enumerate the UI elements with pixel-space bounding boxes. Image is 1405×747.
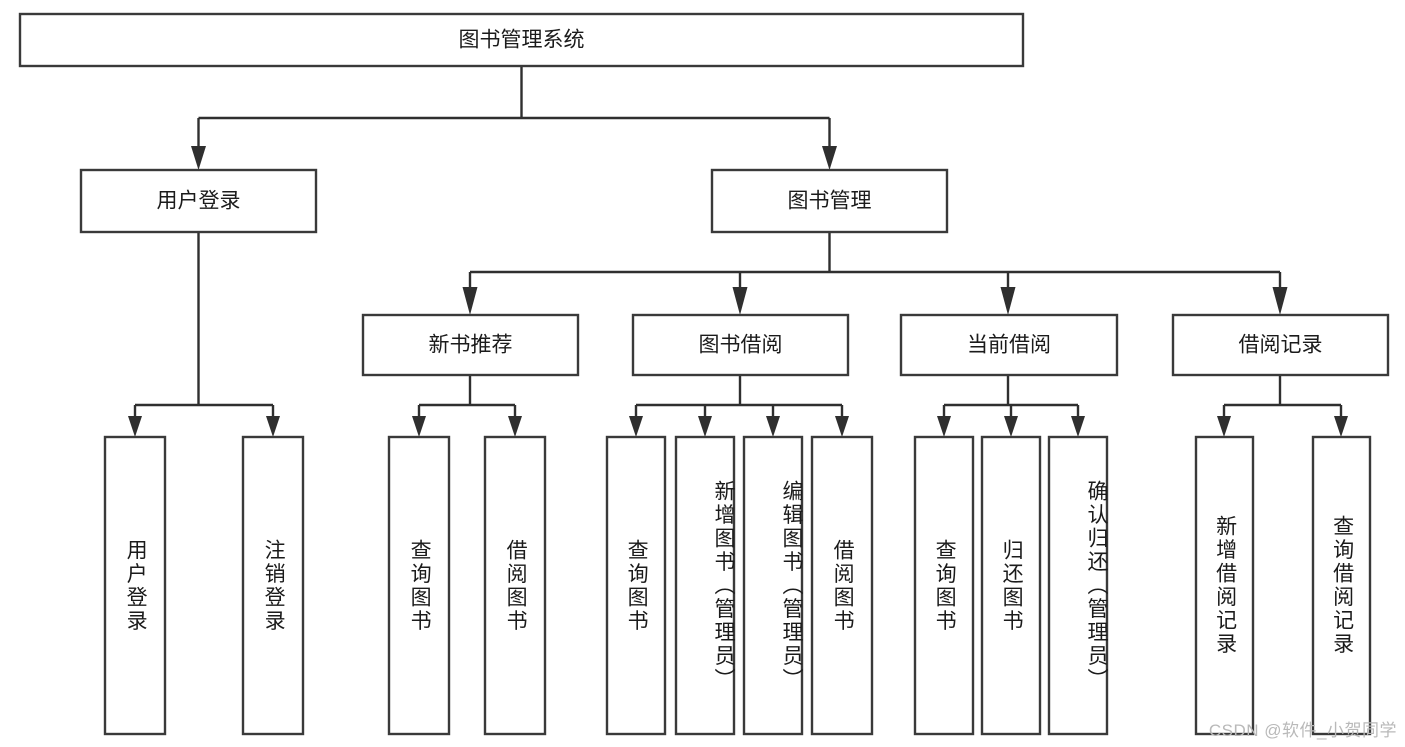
arrow-borrow-record <box>1272 287 1288 315</box>
arrow-leaf-user-login <box>128 416 142 437</box>
node-root-label: 图书管理系统 <box>459 29 585 52</box>
arrow-leaf-query-book-rec <box>412 416 426 437</box>
arrow-current-borrow <box>1000 287 1016 315</box>
arrow-leaf-confirm-return <box>1071 416 1085 437</box>
node-user-login-box[interactable] <box>79 168 318 234</box>
arrow-book-borrow <box>732 287 748 315</box>
arrow-leaf-query-book-borrow <box>629 416 643 437</box>
node-root[interactable]: 图书管理系统 <box>18 12 1025 68</box>
node-layer-horizontal: 图书管理系统 用户登录 图书管理 新书推荐 图书借阅 当前借阅 <box>18 12 1390 377</box>
node-current-borrow[interactable]: 当前借阅 <box>899 313 1119 377</box>
arrow-user-login <box>191 146 206 170</box>
arrow-leaf-query-book-current <box>937 416 951 437</box>
arrow-leaf-user-logout <box>266 416 280 437</box>
node-borrow-record-box[interactable] <box>1171 313 1390 377</box>
leaf-add-borrow-record-box[interactable] <box>1194 435 1255 736</box>
node-new-book-recommend[interactable]: 新书推荐 <box>361 313 580 377</box>
node-book-borrow-box[interactable] <box>631 313 850 377</box>
leaf-add-book-box[interactable] <box>674 435 736 736</box>
arrow-leaf-return-book <box>1004 416 1018 437</box>
leaf-query-borrow-record-box[interactable] <box>1311 435 1372 736</box>
node-book-borrow[interactable]: 图书借阅 <box>631 313 850 377</box>
leaf-confirm-return-box[interactable] <box>1047 435 1109 736</box>
csdn-watermark: CSDN @软件_小贺同学 <box>1208 721 1397 740</box>
leaf-query-book-rec-box[interactable] <box>387 435 451 736</box>
node-book-manage[interactable]: 图书管理 <box>710 168 949 234</box>
arrow-leaf-borrow-book <box>835 416 849 437</box>
node-borrow-record-label: 借阅记录 <box>1239 334 1323 357</box>
node-new-book-recommend-label: 新书推荐 <box>429 334 513 357</box>
node-book-manage-box[interactable] <box>710 168 949 234</box>
arrow-leaf-add-borrow-record <box>1217 416 1231 437</box>
node-current-borrow-label: 当前借阅 <box>967 334 1051 357</box>
connector-layer <box>128 66 1348 437</box>
arrow-leaf-add-book <box>698 416 712 437</box>
arrow-leaf-edit-book <box>766 416 780 437</box>
node-borrow-record[interactable]: 借阅记录 <box>1171 313 1390 377</box>
leaf-borrow-book-box[interactable] <box>810 435 874 736</box>
node-user-login[interactable]: 用户登录 <box>79 168 318 234</box>
arrow-leaf-borrow-book-rec <box>508 416 522 437</box>
leaf-return-book-box[interactable] <box>980 435 1042 736</box>
leaf-edit-book-box[interactable] <box>742 435 804 736</box>
leaf-borrow-book-rec-box[interactable] <box>483 435 547 736</box>
node-layer-leaves <box>103 435 1372 736</box>
node-new-book-recommend-box[interactable] <box>361 313 580 377</box>
arrow-book-manage <box>822 146 837 170</box>
node-root-box[interactable] <box>18 12 1025 68</box>
leaf-user-logout-box[interactable] <box>241 435 305 736</box>
node-user-login-label: 用户登录 <box>157 190 241 213</box>
arrow-new-book-recommend <box>462 287 478 315</box>
node-current-borrow-box[interactable] <box>899 313 1119 377</box>
leaf-user-login-box[interactable] <box>103 435 167 736</box>
node-book-manage-label: 图书管理 <box>788 190 872 213</box>
arrow-leaf-query-borrow-record <box>1334 416 1348 437</box>
leaf-query-book-borrow-box[interactable] <box>605 435 667 736</box>
leaf-query-book-current-box[interactable] <box>913 435 975 736</box>
node-book-borrow-label: 图书借阅 <box>699 334 783 357</box>
